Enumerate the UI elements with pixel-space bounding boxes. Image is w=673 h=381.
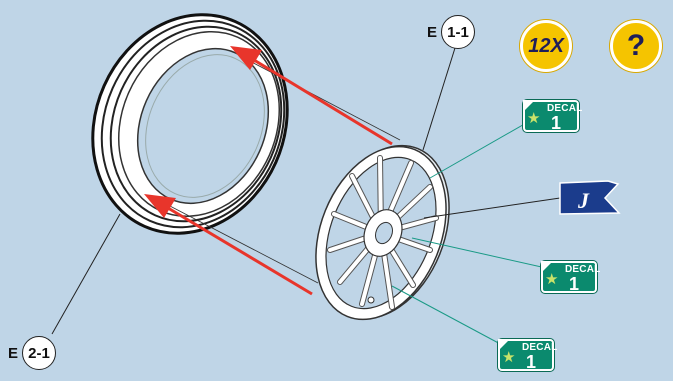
part-code-circle: 1-1 [441, 15, 475, 49]
part-code-circle: 2-1 [22, 336, 56, 370]
flag-letter: J [577, 188, 590, 213]
flag-sticker: J [560, 181, 619, 214]
quantity-badge: 12X [520, 20, 572, 72]
star-icon: ★ [527, 111, 540, 126]
decal-tag: ★ DECAL 1 [541, 261, 597, 293]
tire [59, 0, 322, 265]
leader-decal-1 [430, 122, 528, 178]
decal-number: 1 [526, 352, 536, 373]
decal-tag: ★ DECAL 1 [523, 100, 579, 132]
part-prefix: E [8, 345, 18, 362]
decal-number: 1 [551, 113, 561, 134]
star-icon: ★ [502, 350, 515, 365]
help-button[interactable]: ? [610, 20, 662, 72]
part-label-rim: E 1-1 [427, 15, 475, 49]
guide-line-bottom [168, 205, 318, 283]
leader-tire [52, 214, 120, 334]
decal-number: 1 [569, 274, 579, 295]
leader-rim [423, 48, 455, 150]
part-label-tire: E 2-1 [8, 336, 56, 370]
star-icon: ★ [545, 272, 558, 287]
decal-tag: ★ DECAL 1 [498, 339, 554, 371]
wheel-rim [292, 126, 474, 339]
leader-decal-3 [392, 286, 504, 346]
part-prefix: E [427, 24, 437, 41]
